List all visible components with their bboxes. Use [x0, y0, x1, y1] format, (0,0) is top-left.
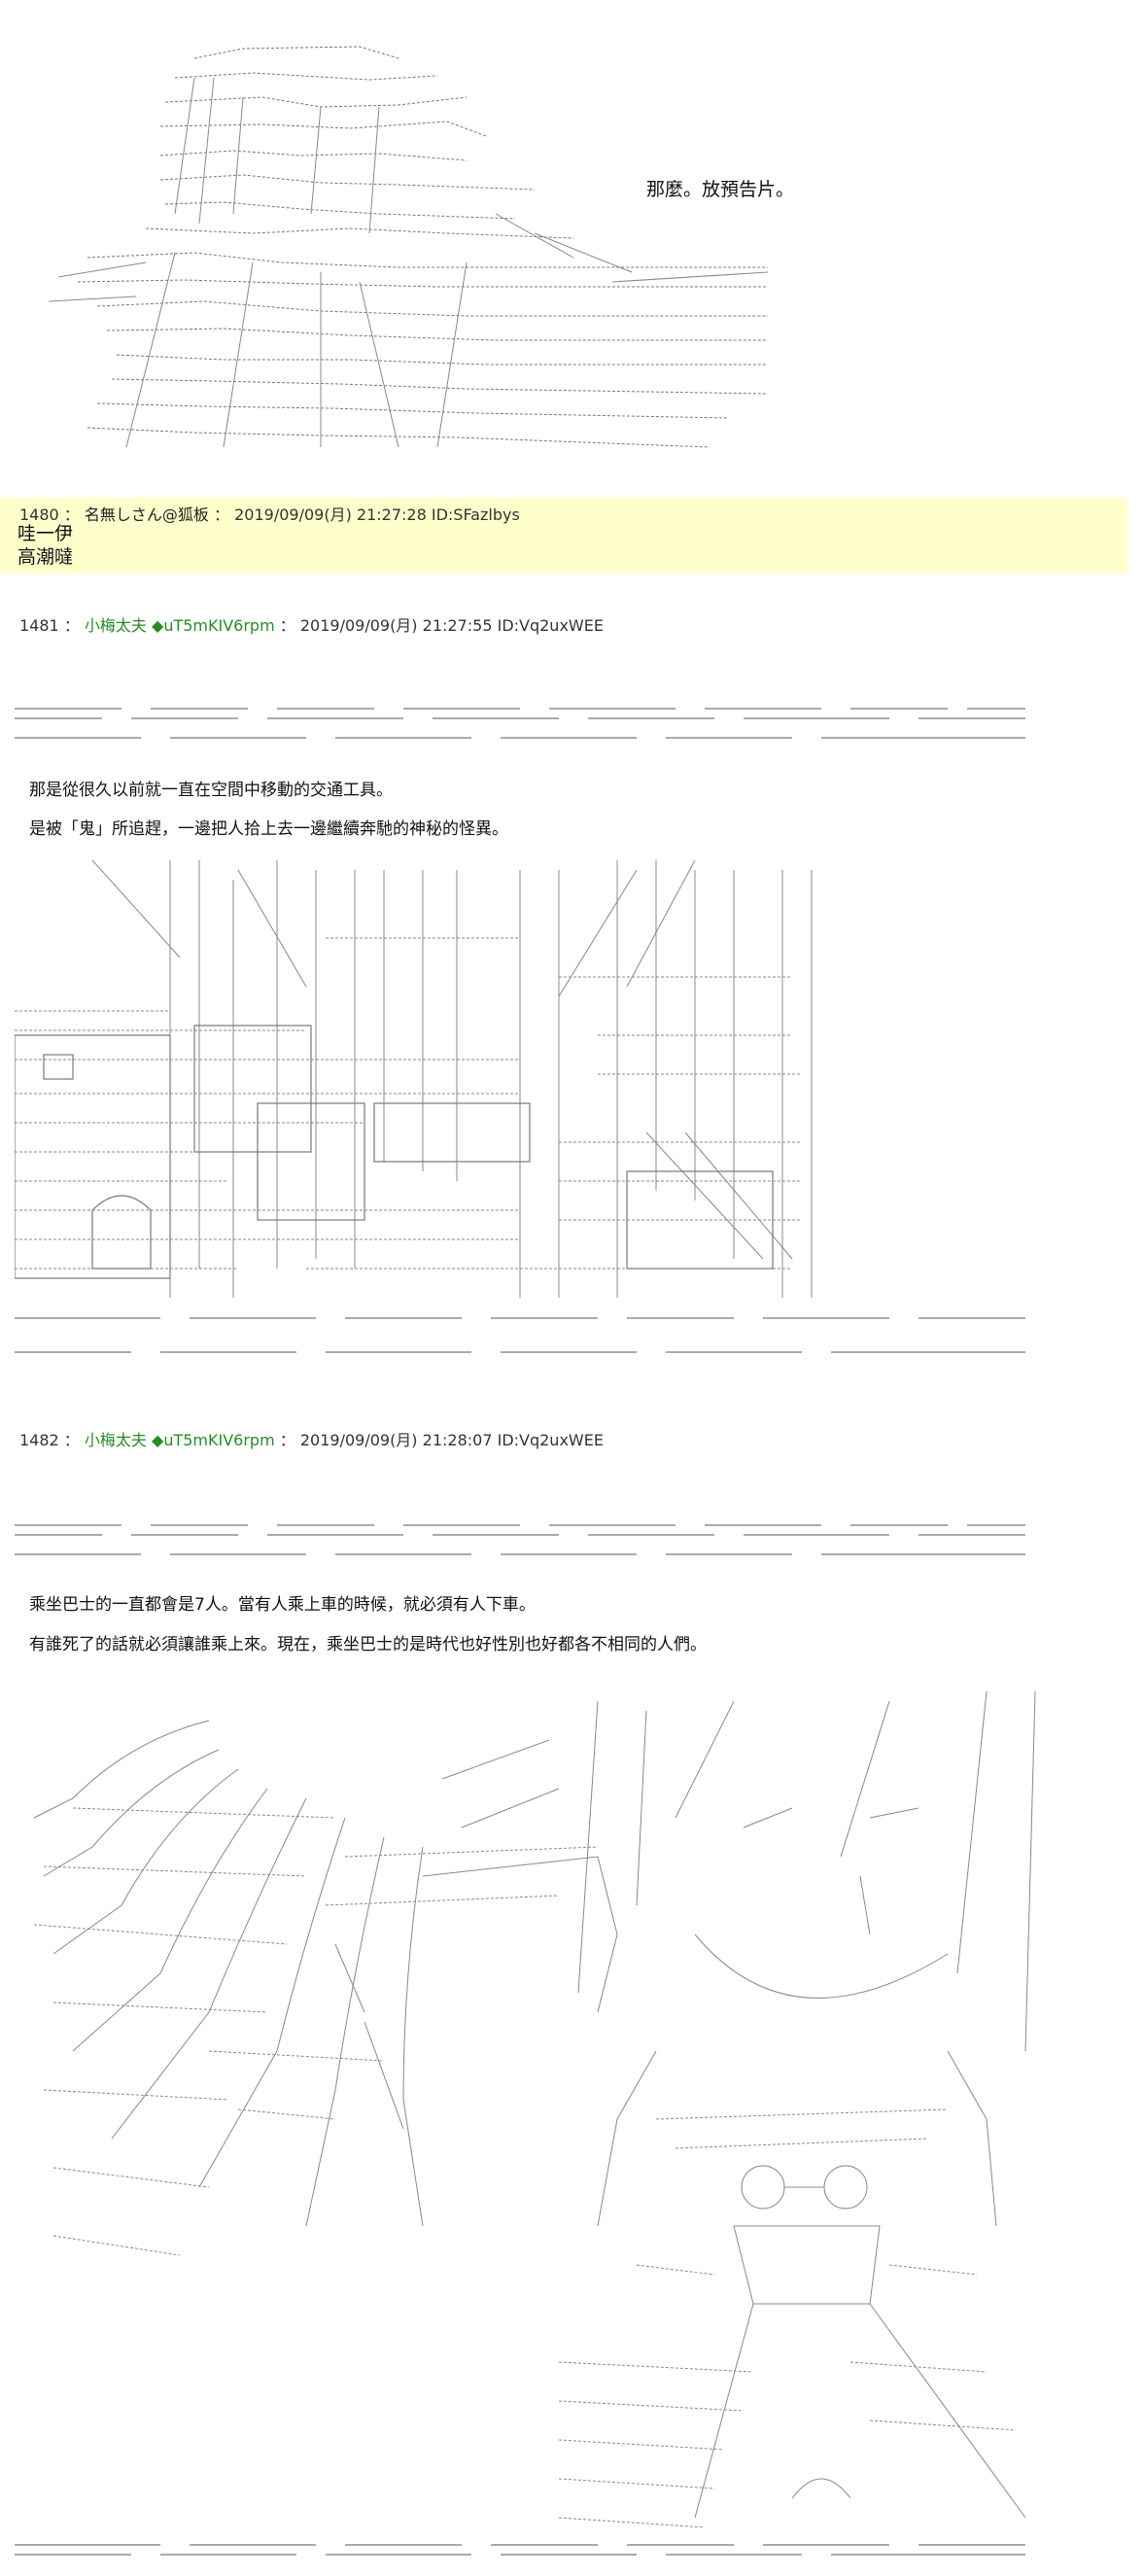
post-id: ID:SFazlbys	[431, 505, 520, 524]
post-name: 小梅太夫	[84, 1431, 147, 1449]
post-header-1480: 1480 ： 名無しさん@狐板 ： 2019/09/09(月) 21:27:28…	[19, 505, 520, 524]
post-line: 有誰死了的話就必須讓誰乘上來。現在，乘坐巴士的是時代也好性別也好都各不相同的人們…	[29, 1635, 707, 1654]
dash-rule	[15, 1521, 1025, 1539]
dash-rule	[15, 734, 1025, 751]
post-line: 哇一伊	[17, 523, 74, 544]
post-date: 2019/09/09(月) 21:27:28	[234, 505, 427, 524]
post-header-1482: 1482 ： 小梅太夫 ◆uT5mKIV6rpm ： 2019/09/09(月)…	[19, 1431, 604, 1449]
dash-rule	[15, 705, 1025, 722]
top-caption: 那麼。放預告片。	[646, 179, 795, 200]
post-number: 1481	[19, 616, 59, 635]
post-line: 是被「鬼」所追趕，一邊把人拾上去一邊繼續奔馳的神秘的怪異。	[29, 819, 508, 839]
post-line: 高潮噠	[17, 546, 74, 568]
post-line: 乘坐巴士的一直都會是7人。當有人乘上車的時候，就必須有人下車。	[29, 1595, 536, 1615]
post-id: ID:Vq2uxWEE	[497, 1431, 604, 1449]
post-highlight	[0, 498, 1127, 574]
post-trip: ◆uT5mKIV6rpm	[152, 1431, 275, 1449]
dash-rule	[15, 2541, 1025, 2559]
post-name: 小梅太夫	[84, 616, 147, 635]
ascii-art-characters	[15, 1682, 1055, 2537]
post-number: 1482	[19, 1431, 59, 1449]
dash-rule	[15, 1550, 1025, 1568]
post-trip: ◆uT5mKIV6rpm	[152, 616, 275, 635]
post-line: 那是從很久以前就一直在空間中移動的交通工具。	[29, 781, 393, 800]
post-date: 2019/09/09(月) 21:28:07	[299, 1431, 493, 1449]
post-header-1481: 1481 ： 小梅太夫 ◆uT5mKIV6rpm ： 2019/09/09(月)…	[19, 616, 604, 635]
post-date: 2019/09/09(月) 21:27:55	[299, 616, 493, 635]
ascii-art-bus	[15, 851, 821, 1307]
post-id: ID:Vq2uxWEE	[497, 616, 604, 635]
post-number: 1480	[19, 505, 59, 524]
post-name: 名無しさん@狐板	[84, 505, 209, 524]
dash-rule	[15, 1346, 1025, 1364]
dash-rule	[15, 1314, 1025, 1332]
ascii-art-top	[29, 19, 768, 467]
